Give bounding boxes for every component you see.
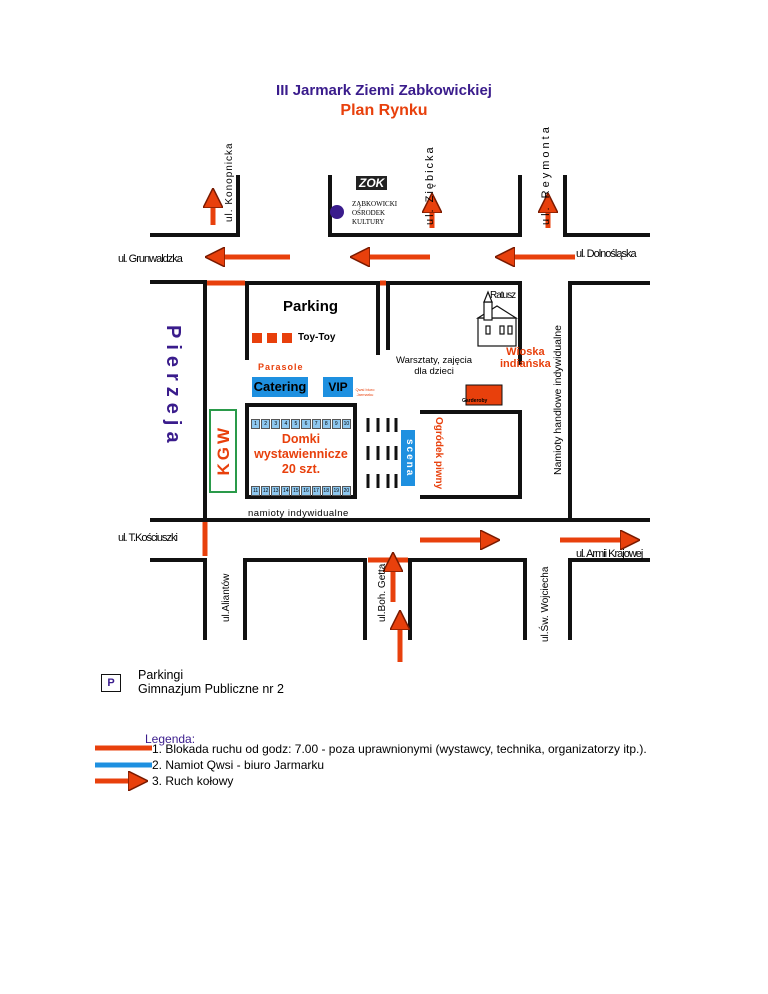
legend-item-barrier: 1. Blokada ruchu od godz: 7.00 - poza up… [152, 742, 647, 756]
pierzeja-label: Pierzeja [162, 325, 184, 449]
catering-area: Catering [252, 377, 308, 397]
scena-stage: scena [401, 430, 415, 486]
street-ziebicka: ul. Ziębicka [424, 145, 436, 225]
kgw-label: KGW [214, 425, 233, 476]
kgw-box [209, 409, 237, 493]
parasole-label: Parasole [258, 362, 304, 372]
street-boh-getta: ul.Boh. Getta [377, 563, 388, 622]
stall-18: 18 [321, 486, 331, 496]
toytoy-label: Toy-Toy [298, 332, 336, 343]
garderoby-label: Garderoby [462, 398, 488, 404]
traffic-arrows [95, 198, 630, 781]
biuro-jarmarku: Qwsi biuro Jarmarku [355, 387, 375, 397]
namioty-label: namioty indywidualne [248, 508, 349, 519]
stall-10: 10 [341, 419, 351, 429]
map-title: III Jarmark Ziemi Zabkowickiej [276, 82, 492, 99]
stall-9: 9 [331, 419, 341, 429]
ogrodek-label: Ogródek piwny [433, 417, 444, 490]
namioty-handlowe-label: Namioty handlowe indywidualne [552, 324, 564, 475]
street-sw-wojciecha: ul.Św. Wojciecha [540, 566, 551, 642]
parking-symbol: P [101, 674, 121, 692]
stall-7: 7 [311, 419, 321, 429]
legend-title: Legenda: [145, 732, 196, 746]
street-grunwaldzka: ul. Grunwaldzka [118, 253, 183, 265]
map-subtitle: Plan Rynku [340, 102, 428, 119]
stall-17: 17 [311, 486, 321, 496]
stall-16: 16 [301, 486, 311, 496]
stall-20: 20 [341, 486, 351, 496]
stall-12: 12 [261, 486, 271, 496]
vip-area: VIP [323, 377, 353, 397]
legend-item-traffic: 3. Ruch kołowy [152, 774, 234, 788]
stall-4: 4 [281, 419, 291, 429]
stall-19: 19 [331, 486, 341, 496]
stall-5: 5 [291, 419, 301, 429]
parking-label: Parking [283, 298, 339, 315]
zok-logo: ZOK [356, 176, 388, 190]
stall-15: 15 [291, 486, 301, 496]
street-lines [150, 175, 650, 640]
garderoby-box [465, 384, 503, 406]
stall-1: 1 [251, 419, 261, 429]
stall-8: 8 [321, 419, 331, 429]
street-reymonta: ul. Reymonta [540, 124, 552, 225]
legend-item-tent: 2. Namiot Qwsi - biuro Jarmarku [152, 758, 325, 772]
street-dolnoslaska: ul. Dolnośląska [576, 248, 637, 260]
stall-14: 14 [281, 486, 291, 496]
town-hall-icon [475, 290, 519, 347]
stall-2: 2 [261, 419, 271, 429]
stall-11: 11 [251, 486, 261, 496]
stall-3: 3 [271, 419, 281, 429]
street-aliantow: ul.Aliantów [221, 573, 232, 622]
stall-6: 6 [301, 419, 311, 429]
street-konopnicka: ul. Konopnicka [224, 142, 235, 222]
stage-benches [366, 418, 398, 488]
street-armii-krajowej: ul. Armii Krajowej [576, 548, 643, 560]
ratusz-label: Ratusz [490, 290, 516, 301]
street-kosciuszki: ul. T.Kościuszki [118, 532, 178, 544]
zok-marker [330, 205, 344, 219]
stall-13: 13 [271, 486, 281, 496]
